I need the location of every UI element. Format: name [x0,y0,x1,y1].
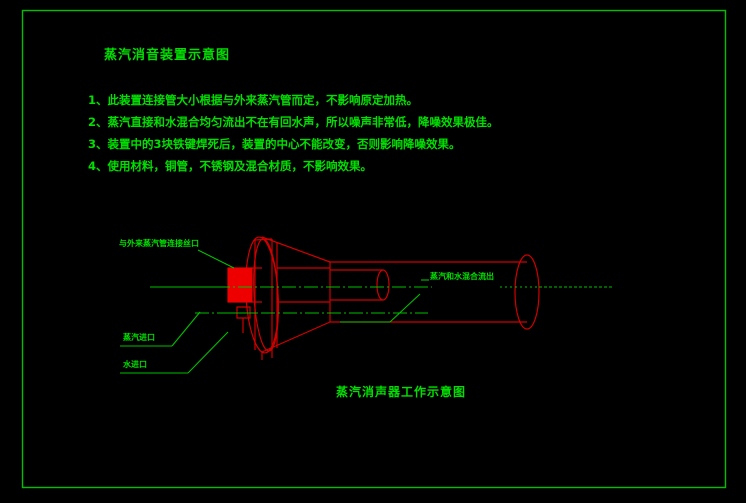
note-item-4: 4、使用材料，铜管，不锈钢及混合材质，不影响效果。 [88,159,372,173]
leader-outlet-slope [389,293,421,323]
inner-tube-end-ellipse [376,269,390,301]
note-item-2: 2、蒸汽直接和水混合均匀流出不在有回水声，所以噪声非常低，降噪效果极佳。 [88,115,499,129]
label-steam-inlet: 蒸汽进口 [123,333,155,342]
leader-water-inlet-slope [187,331,229,374]
note-item-3: 3、装置中的3块铁键焊死后，装置的中心不能改变，否则影响降噪效果。 [88,137,461,151]
leader-steam-inlet-slope [171,311,201,347]
mouth-top-connector [254,238,273,241]
centerlines-and-leaders [120,249,612,374]
cone-upper-edge [261,236,331,263]
note-item-1: 1、此装置连接管大小根据与外来蒸汽管而定，不影响原定加热。 [88,93,418,107]
leader-thread-connection [197,249,235,269]
outlet-ellipse [514,254,540,330]
silencer-geometry [227,236,540,360]
page-title: 蒸汽消音装置示意图 [104,48,231,63]
key-notch-detail [236,306,251,319]
drawing-caption: 蒸汽消声器工作示意图 [336,385,467,399]
label-water-inlet: 水进口 [123,360,147,369]
drawing-border-frame [21,9,727,489]
thread-boss-block [227,267,253,303]
label-thread-connection: 与外来蒸汽管连接丝口 [119,239,199,248]
label-mixed-outlet: 蒸汽和水混合流出 [430,272,494,281]
